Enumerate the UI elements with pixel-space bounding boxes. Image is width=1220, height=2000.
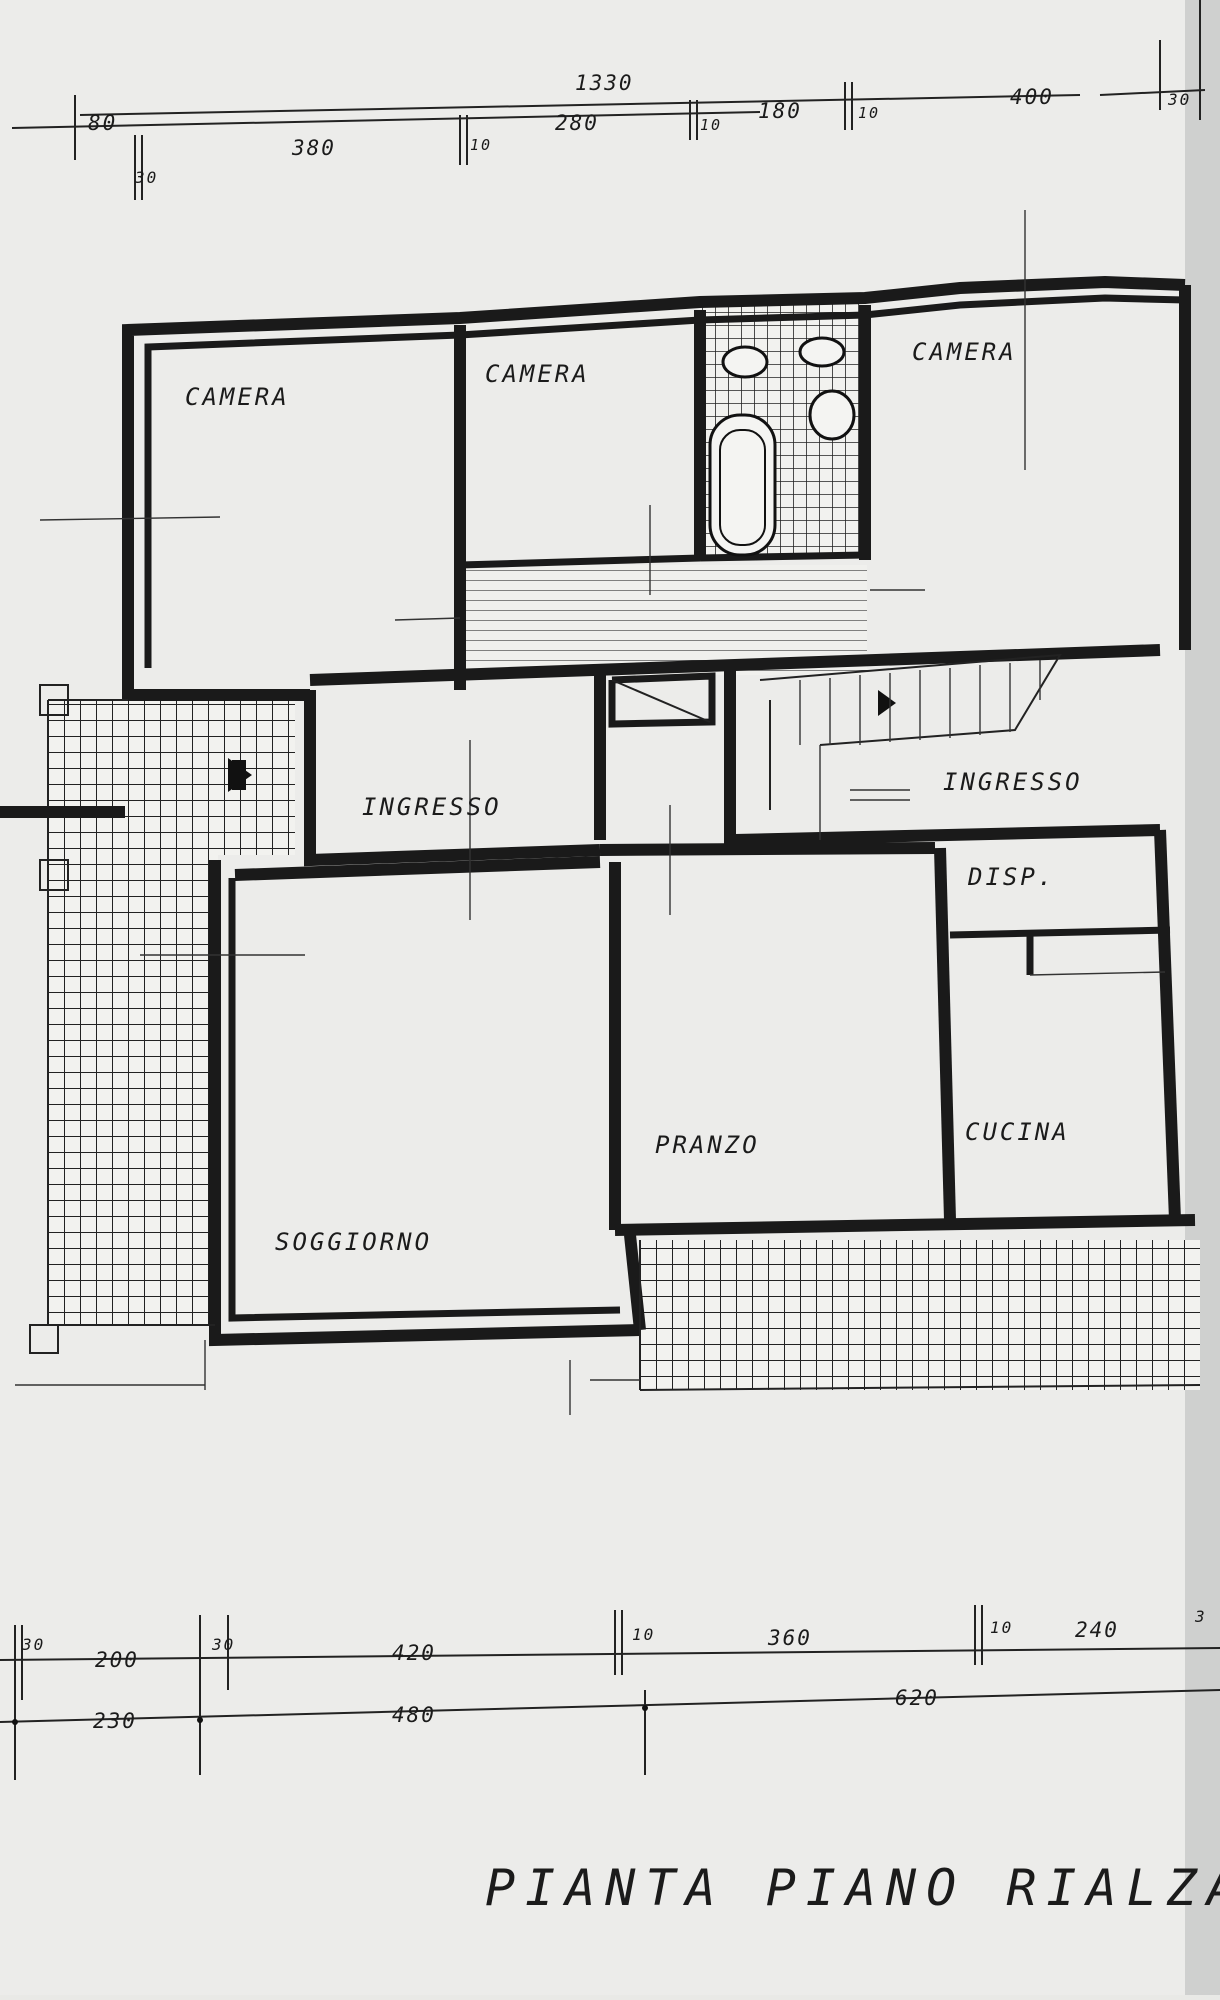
room-label-camera-1: CAMERA <box>185 383 290 411</box>
room-label-cucina: CUCINA <box>965 1118 1070 1146</box>
drawing-title: PIANTA PIANO RIALZATO <box>485 1859 1220 1917</box>
room-label-soggiorno: SOGGIORNO <box>275 1228 432 1256</box>
room-label-disp: DISP. <box>967 863 1055 891</box>
dim-bottom-0: 30 <box>21 1635 45 1654</box>
dim-bottom-1: 200 <box>95 1648 139 1672</box>
dim-top-5: 180 <box>758 99 802 123</box>
bidet-icon <box>798 336 846 368</box>
dim-top-7: 400 <box>1010 85 1054 109</box>
dim-bottom-row2-2: 620 <box>895 1686 939 1710</box>
bottom-terrace-tiles <box>640 1240 1200 1390</box>
room-label-camera-3: CAMERA <box>912 338 1017 366</box>
terrace-outlines <box>0 684 1201 1391</box>
dim-bottom-6: 10 <box>990 1618 1013 1637</box>
top-dimensions <box>11 0 1206 200</box>
room-label-pranzo: PRANZO <box>655 1131 760 1159</box>
dim-bottom-5: 360 <box>767 1626 812 1650</box>
dim-bottom-row2-1: 480 <box>392 1703 436 1727</box>
dim-top-1: 380 <box>291 136 336 160</box>
dim-top-overall: 1330 <box>575 71 634 95</box>
walls <box>122 275 1196 1347</box>
sink-icon <box>808 389 856 441</box>
dim-top-2: 10 <box>470 136 492 154</box>
dim-top-9: 30 <box>134 168 158 187</box>
dim-bottom-row2-0: 230 <box>93 1709 137 1733</box>
entry-arrow-right-icon <box>878 690 896 716</box>
dim-top-0: 80 <box>88 111 117 135</box>
staircase <box>759 653 1062 840</box>
left-terrace-tiles <box>48 700 218 1325</box>
bathroom-fixtures <box>708 336 856 557</box>
dim-top-3: 280 <box>555 111 599 135</box>
construction-lines <box>15 210 1166 1415</box>
room-label-camera-2: CAMERA <box>485 360 590 388</box>
corridor-floor <box>462 565 867 675</box>
dim-bottom-8: 3 <box>1194 1607 1207 1626</box>
entry-porch-tiles <box>210 695 295 855</box>
bottom-dimensions <box>0 1605 1220 1780</box>
toilet-icon <box>721 345 769 379</box>
closet <box>608 672 716 728</box>
dim-bottom-7: 240 <box>1075 1618 1119 1642</box>
dim-bottom-2: 30 <box>211 1635 235 1654</box>
dim-bottom-3: 420 <box>392 1641 436 1665</box>
dim-top-4: 10 <box>700 116 722 134</box>
room-label-ingresso-2: INGRESSO <box>943 768 1083 796</box>
dim-bottom-4: 10 <box>632 1625 655 1644</box>
dim-top-8: 30 <box>1167 90 1191 109</box>
room-label-ingresso-1: INGRESSO <box>362 793 502 821</box>
dim-top-6: 10 <box>858 104 880 122</box>
bathtub-icon <box>708 413 777 557</box>
